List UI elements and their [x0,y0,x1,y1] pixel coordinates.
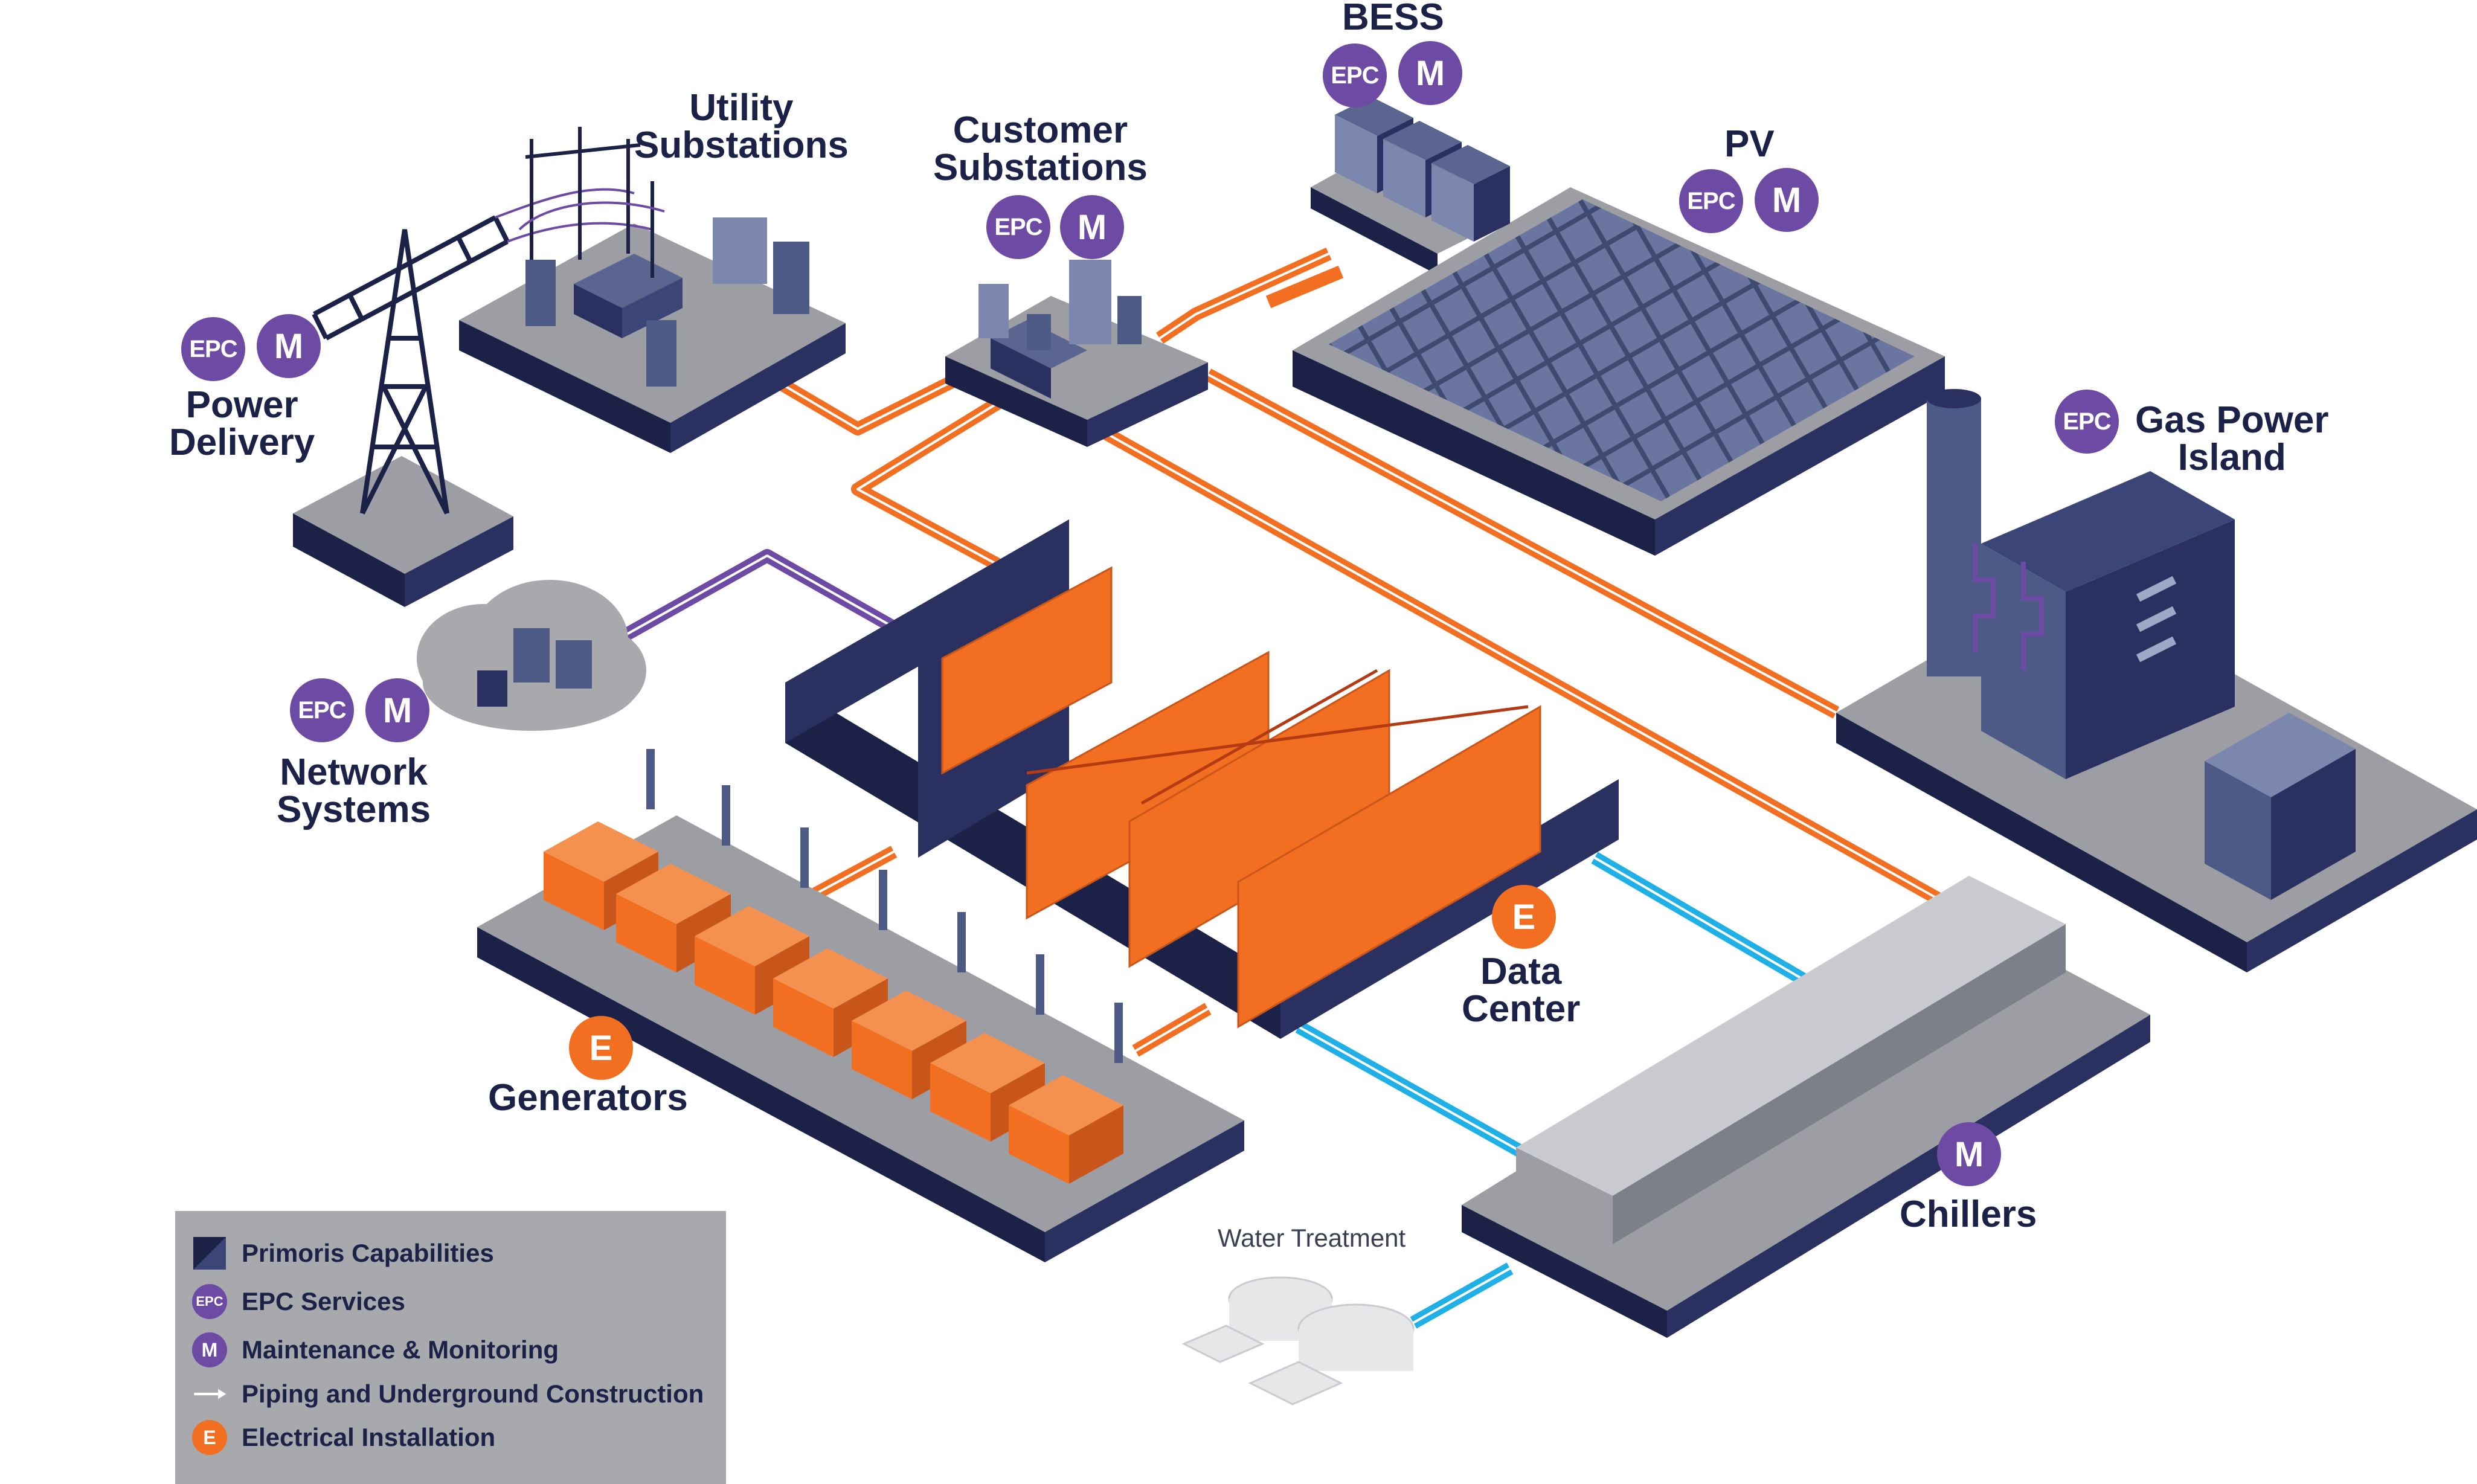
legend-label-m: Maintenance & Monitoring [242,1335,559,1364]
legend-label-epc: EPC Services [242,1287,405,1315]
generator-units [544,749,1123,1184]
legend-label-piping: Piping and Underground Construction [242,1380,704,1408]
generator-4 [773,870,888,1057]
label-network-systems: Network Systems [277,751,431,830]
data-center-e-badge: E [1492,885,1556,949]
arrow-right-icon [192,1376,227,1412]
epc-circle-icon: EPC [192,1284,227,1319]
generator-7 [1009,1003,1123,1184]
pipe-bess-to-pv [1265,265,1344,309]
generators-e-badge: E [569,1016,633,1080]
chiller-4 [1788,930,1975,1081]
legend-row-m: M Maintenance & Monitoring [192,1332,559,1368]
legend-epc-circle: EPC [192,1284,227,1319]
pipe-network [612,247,1955,1329]
legend-m-circle: M [192,1332,227,1367]
bess-m-badge: M [1398,41,1462,105]
label-data-center: Data Center [1462,951,1581,1030]
label-bess: BESS [1342,0,1444,38]
m-circle-icon: M [192,1332,227,1367]
pipe-network-to-datacenter [612,549,910,646]
customer-substation-equipment [978,260,1142,399]
e-circle-icon: E [192,1420,227,1455]
power-delivery-m-badge: M [257,314,321,378]
label-gas-power-island: Gas Power Island [2135,399,2329,478]
legend-row-electrical: E Electrical Installation [192,1419,495,1456]
label-pv: PV [1724,123,1775,165]
gas-power-epc-badge: EPC [2055,390,2119,454]
label-generators: Generators [488,1077,688,1119]
label-chillers: Chillers [1900,1193,2037,1235]
power-delivery-epc-badge: EPC [181,317,245,381]
customer-substation-m-badge: M [1060,195,1124,259]
network-epc-badge: EPC [290,678,354,742]
legend-label-primoris: Primoris Capabilities [242,1239,494,1267]
legend-row-epc: EPC EPC Services [192,1283,405,1320]
chiller-units [1516,876,2066,1244]
legend-e-circle: E [192,1420,227,1455]
network-cloud [417,580,646,731]
legend: Primoris Capabilities EPC EPC Services M… [175,1211,726,1484]
legend-label-electrical: Electrical Installation [242,1423,496,1451]
bess-epc-badge: EPC [1323,43,1387,108]
chiller-5 [1878,876,2066,1027]
data-center-building [785,519,1619,1039]
chiller-2 [1607,1039,1794,1190]
label-customer-substations: Customer Substations [933,109,1148,188]
solar-field [1329,199,1915,501]
label-utility-substations: Utility Substations [634,87,849,166]
label-water-treatment: Water Treatment [1218,1224,1406,1252]
chiller-1 [1516,1093,1703,1244]
primoris-square-icon [192,1236,227,1271]
power-delivery-platform [293,456,513,607]
chiller-3 [1697,985,1884,1135]
legend-row-primoris: Primoris Capabilities [192,1235,494,1271]
chillers-m-badge: M [1937,1122,2001,1186]
utility-substation-equipment [518,127,809,387]
network-m-badge: M [365,678,429,742]
pv-m-badge: M [1755,168,1819,232]
legend-row-piping: Piping and Underground Construction [192,1376,704,1412]
pv-epc-badge: EPC [1679,169,1743,233]
customer-substation-platform [945,296,1208,447]
water-treatment-tanks [1181,1276,1415,1405]
customer-substation-epc-badge: EPC [986,195,1050,259]
gas-power-plant [1927,389,2356,900]
label-power-delivery: Power Delivery [169,384,315,463]
